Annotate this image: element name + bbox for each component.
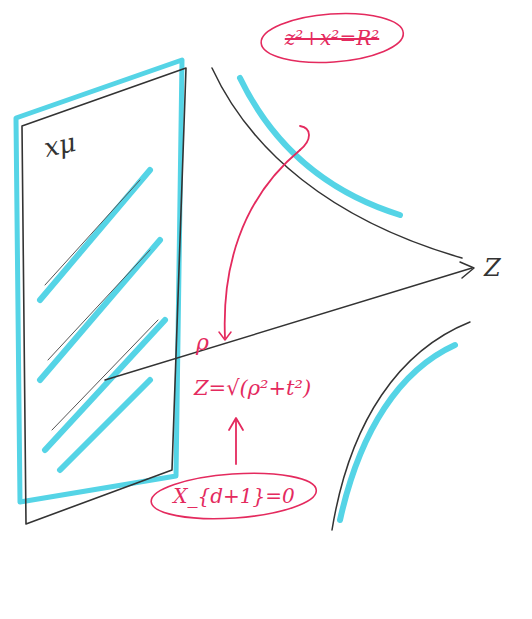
ellipse-text: X_{d+1}=0 — [173, 484, 294, 508]
z-axis — [105, 268, 472, 380]
radial-arc — [225, 150, 300, 338]
note-ellipse: X_{d+1}=0 — [149, 472, 318, 520]
ellipse-outline — [259, 9, 404, 67]
axis-arrowhead — [460, 262, 474, 278]
plane-highlight — [16, 60, 182, 502]
formula-label: Z=√(ρ²+t²) — [194, 376, 311, 400]
coordinate-label: xμ — [41, 127, 78, 163]
boundary-plane — [22, 68, 186, 524]
leader-arrow — [235, 420, 237, 464]
plane-hatch — [45, 180, 158, 430]
plane-shading — [40, 170, 165, 470]
arc-hook — [300, 126, 309, 150]
axis-label: Z — [484, 254, 501, 282]
arc-tick — [219, 332, 231, 340]
note-ellipse: z²+x²=R² — [259, 12, 405, 64]
horizon-curve — [332, 322, 470, 530]
curve-highlight — [240, 78, 400, 215]
ellipse-outline — [150, 468, 318, 523]
radius-label: ρ — [196, 330, 209, 355]
leader-arrowhead — [229, 418, 243, 430]
curve-highlight — [340, 345, 455, 520]
horizon-curve — [212, 68, 462, 258]
ellipse-text: z²+x²=R² — [285, 26, 379, 50]
